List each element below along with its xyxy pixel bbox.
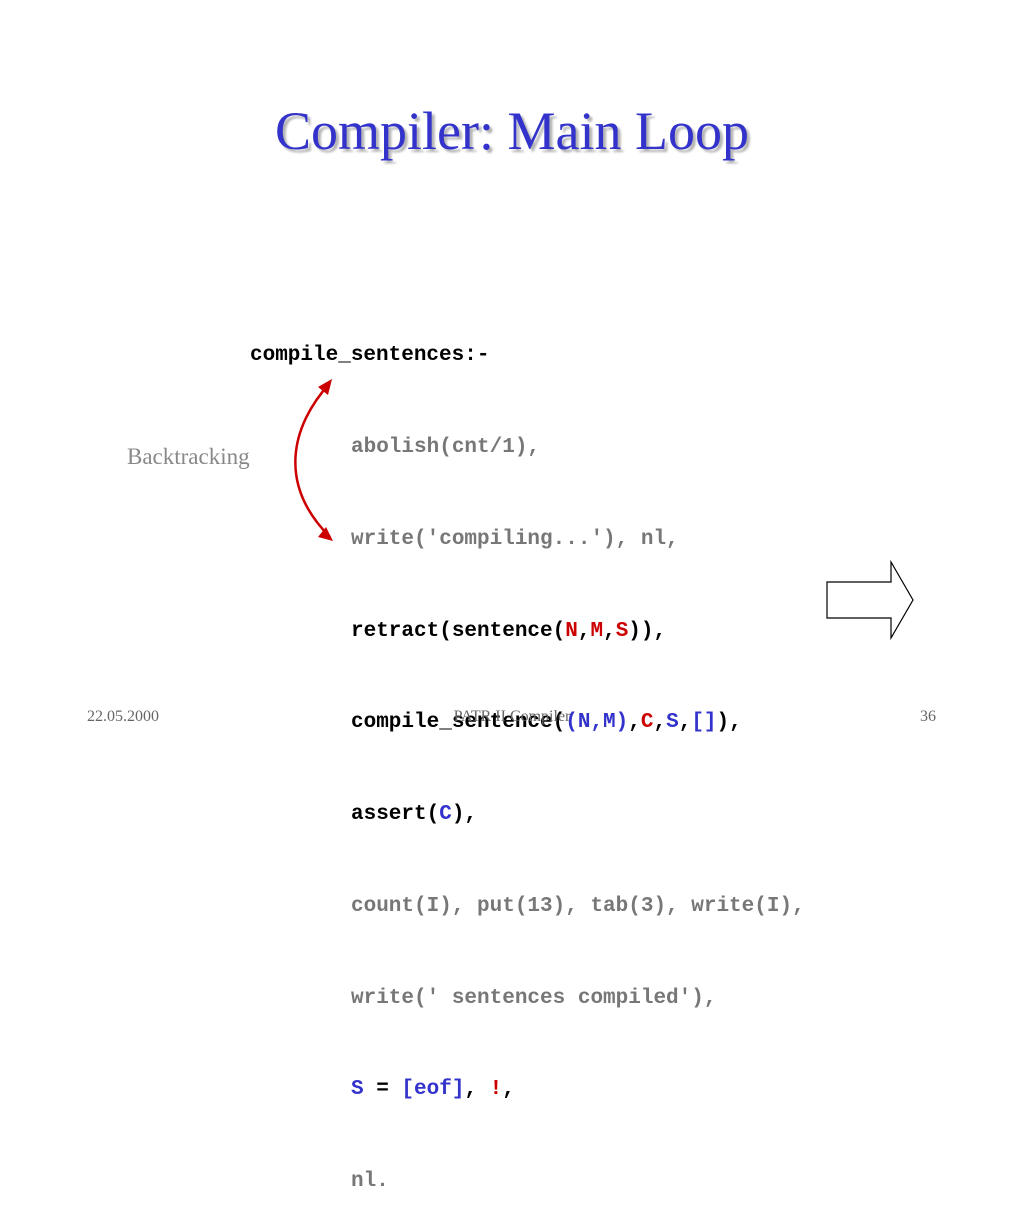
code-token: assert( [351, 803, 440, 827]
code-line-count: count(I), put(13), tab(3), write(I), [351, 894, 805, 918]
empty-list: [] [691, 711, 717, 735]
code-token: , [678, 711, 692, 735]
code-line-eof-check: S = [eof], !, [250, 1075, 805, 1106]
code-token: , [603, 619, 616, 643]
next-slide-arrow-icon[interactable] [824, 560, 918, 644]
eof-list: [eof] [401, 1078, 465, 1102]
code-line-abolish: abolish(cnt/1), [351, 435, 541, 459]
var-s: S [666, 711, 679, 735]
slide-title: Compiler: Main Loop [275, 101, 749, 161]
code-token: ), [451, 803, 478, 827]
cut-operator: ! [489, 1078, 503, 1102]
code-line-compile-sentence: compile_sentence((N,M),C,S,[]), [250, 708, 805, 739]
code-line-retract: retract(sentence(N,M,S)), [250, 617, 805, 648]
var-n: N [565, 619, 578, 643]
footer-title: PATR II Compiler [453, 708, 571, 725]
code-token: retract(sentence( [351, 619, 566, 643]
code-token: = [363, 1078, 402, 1102]
var-s: S [351, 1078, 364, 1102]
backtracking-double-arrow-icon [294, 379, 333, 541]
code-token: ), [716, 711, 742, 735]
code-token: )), [628, 619, 667, 643]
code-line-assert: assert(C), [250, 800, 805, 831]
code-token: compile_sentence( [351, 711, 566, 735]
backtracking-label: Backtracking [127, 444, 250, 469]
code-token: , [577, 619, 591, 643]
var-nm: (N,M) [565, 711, 629, 735]
code-token: , [653, 711, 667, 735]
var-c: C [439, 803, 452, 827]
code-token: , [464, 1078, 490, 1102]
var-m: M [590, 619, 604, 643]
footer-date: 22.05.2000 [87, 708, 159, 725]
code-line-write-compiling: write('compiling...'), nl, [351, 527, 679, 551]
var-s: S [615, 619, 629, 643]
code-line-head: compile_sentences:- [250, 344, 490, 368]
var-c: C [640, 711, 654, 735]
page-number: 36 [920, 708, 936, 725]
code-line-nl: nl. [351, 1170, 389, 1194]
code-token: , [502, 1078, 515, 1102]
code-token: , [628, 711, 641, 735]
code-line-write-compiled: write(' sentences compiled'), [351, 986, 717, 1010]
